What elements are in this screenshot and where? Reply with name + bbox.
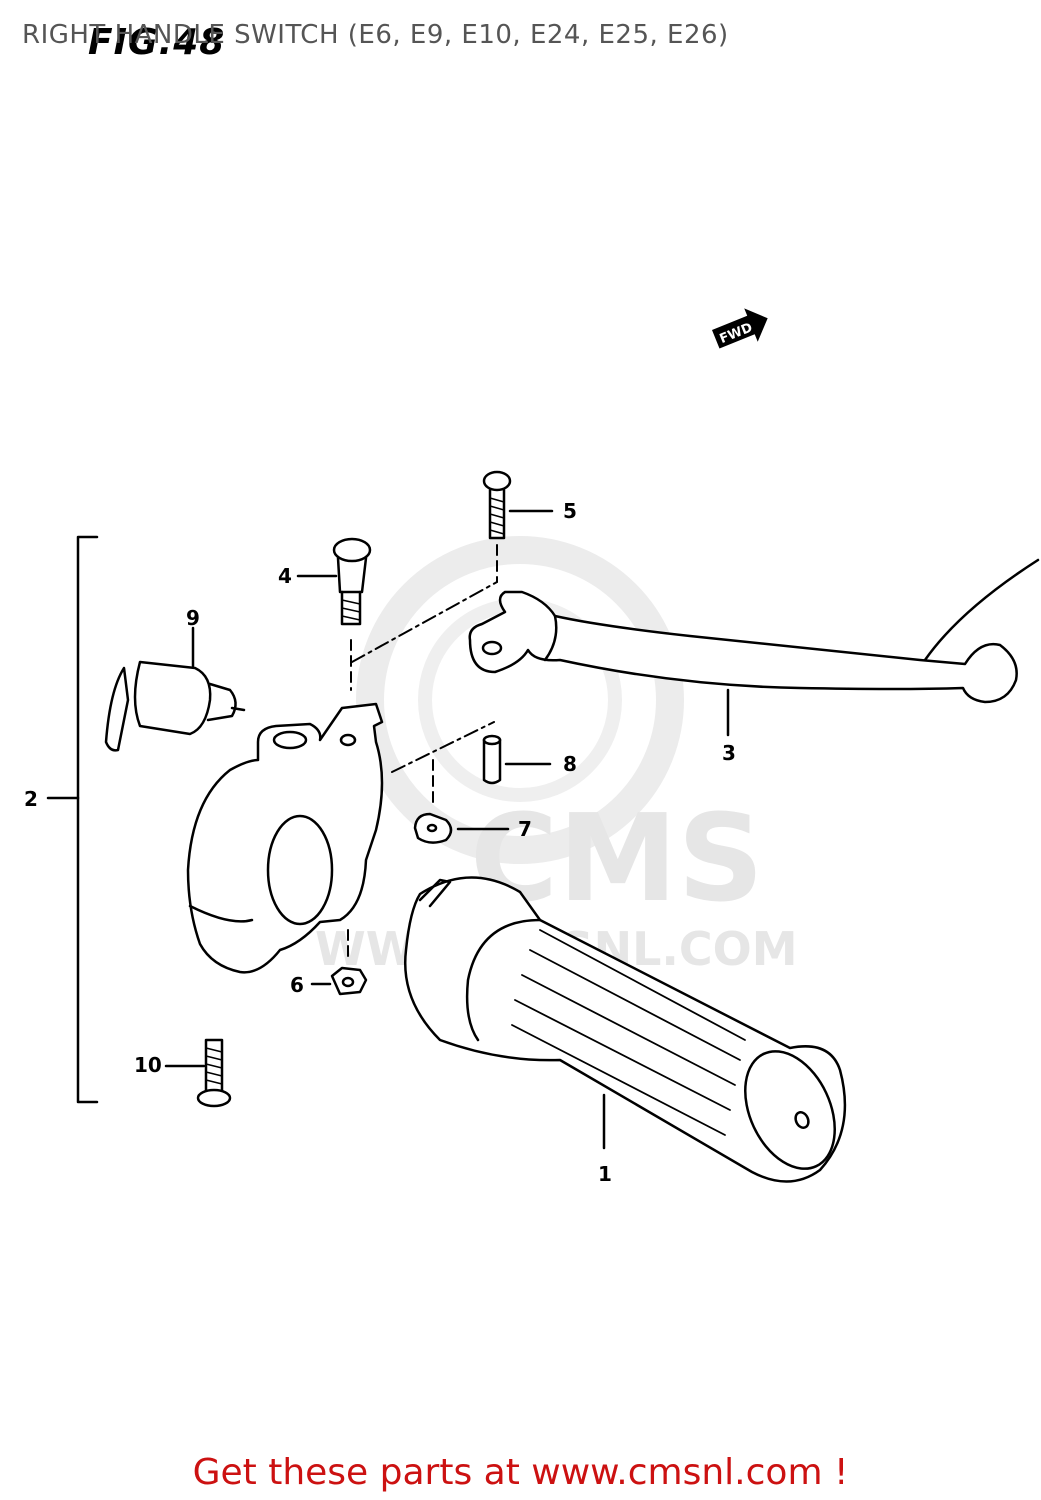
callout-4: 4 <box>278 564 292 588</box>
part-6-nut <box>310 966 368 996</box>
fwd-arrow-icon: FWD <box>712 308 768 349</box>
part-7-washer <box>413 759 510 844</box>
callout-6: 6 <box>290 973 304 997</box>
page-title: RIGHT HANDLE SWITCH (E6, E9, E10, E24, E… <box>22 20 729 50</box>
callout-7: 7 <box>518 817 532 841</box>
part-3-brake-lever <box>468 558 1040 737</box>
part-1-grip <box>404 876 847 1183</box>
part-9-switch <box>104 626 246 752</box>
alignment-line <box>391 721 495 773</box>
callout-9: 9 <box>186 606 200 630</box>
assembly-bracket <box>46 535 99 1104</box>
part-5-screw <box>482 470 554 583</box>
part-4-screw <box>296 537 372 691</box>
footer-link[interactable]: Get these parts at www.cmsnl.com ! <box>192 1452 849 1493</box>
callout-8: 8 <box>563 752 577 776</box>
alignment-line <box>351 581 498 663</box>
callout-2: 2 <box>24 787 38 811</box>
figure-label: FIG.48 <box>88 22 226 63</box>
callout-5: 5 <box>563 499 577 523</box>
part-10-screw <box>164 1038 232 1108</box>
part-8-pin <box>482 734 552 785</box>
part-2-switch-housing <box>186 702 384 974</box>
callout-10: 10 <box>134 1053 162 1077</box>
callout-3: 3 <box>722 741 736 765</box>
callout-numbers: 1 2 3 4 5 6 7 8 9 10 <box>24 499 736 1186</box>
callout-1: 1 <box>598 1162 612 1186</box>
